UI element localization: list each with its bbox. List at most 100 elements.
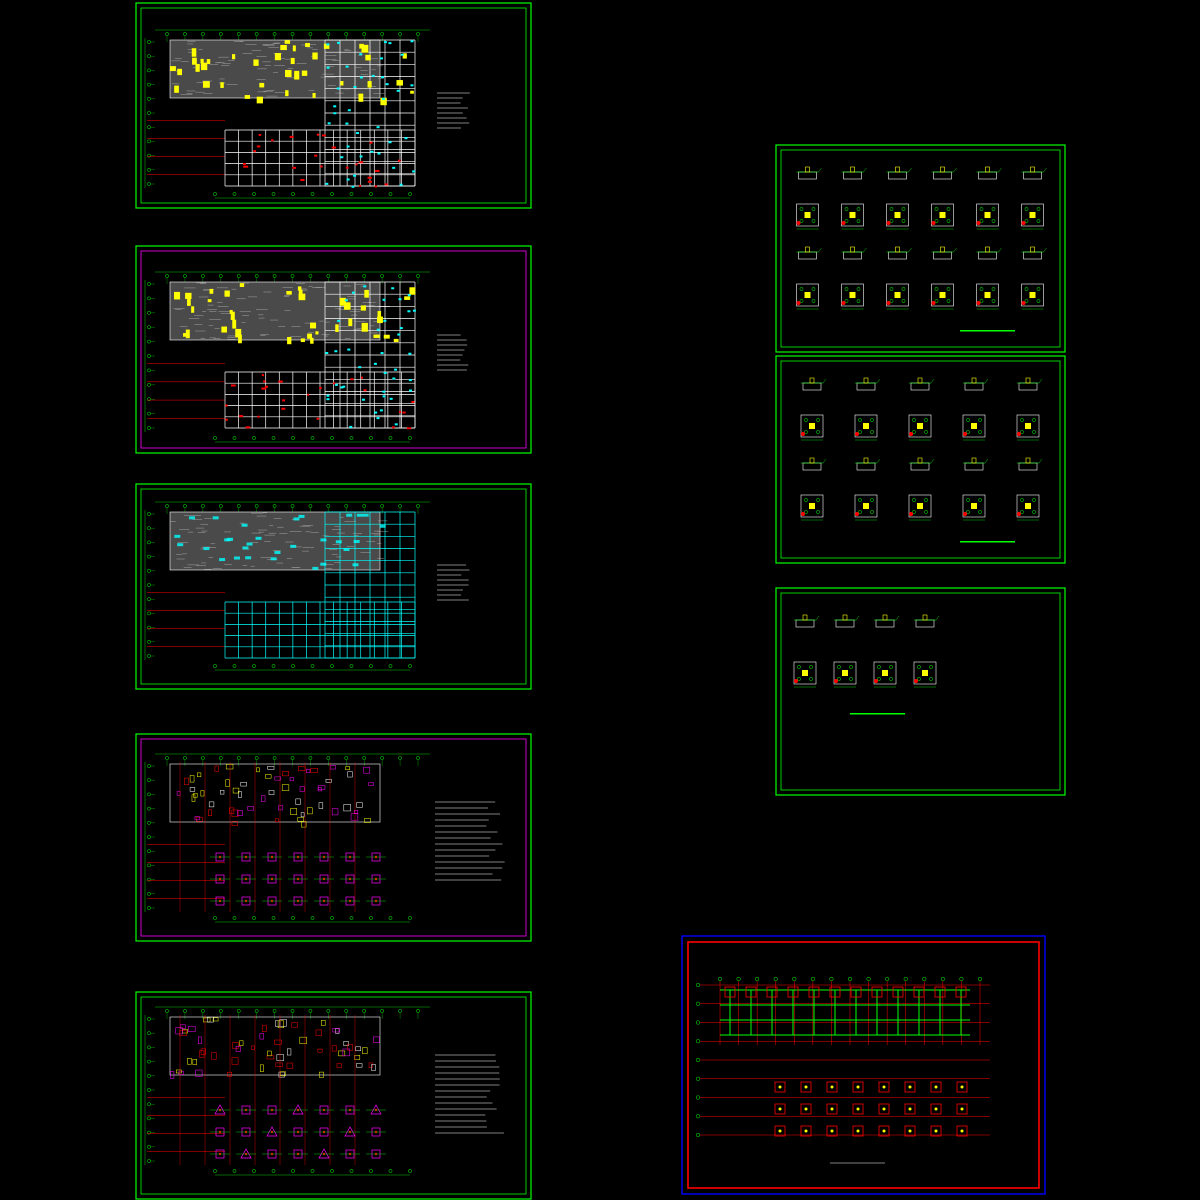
axis-bubble (290, 32, 295, 36)
column-stub (971, 457, 977, 464)
section-marker (855, 512, 859, 516)
pile-cap-outline (170, 1071, 175, 1079)
cyan-mark (407, 310, 411, 313)
highlight-mark (300, 338, 305, 343)
pile-cap-outline (259, 1033, 265, 1040)
pile-cap-outline (189, 787, 196, 792)
pile-cap-outline (214, 765, 219, 772)
red-mark (261, 387, 267, 390)
axis-bubble (147, 1017, 151, 1021)
pile (809, 665, 813, 669)
axis-bubble (147, 1045, 151, 1050)
sheet-pile-cap-details-1[interactable] (775, 144, 1066, 353)
sheet-pile-cap-details-3[interactable] (775, 587, 1066, 796)
axis-bubble (147, 820, 151, 825)
highlight-mark (361, 322, 368, 332)
cyan-block (212, 516, 219, 520)
axis-bubble (695, 1001, 701, 1006)
red-mark (374, 169, 380, 172)
axis-bubble (349, 916, 354, 920)
cap-plan (931, 283, 954, 307)
axis-bubble (408, 664, 412, 668)
axis-bubble (940, 976, 945, 982)
pile-cap (930, 1103, 942, 1115)
axis-bubble (147, 597, 151, 602)
highlight-mark (195, 63, 200, 72)
sheet-foundation-plan-1[interactable] (135, 733, 532, 942)
sheet-floor-plan-3[interactable] (135, 483, 532, 690)
pile-cap-outline (208, 801, 215, 808)
axis-bubble (408, 916, 412, 920)
sheet-outer-frame (135, 991, 532, 1200)
pile-cap-outline (356, 1063, 363, 1068)
cyan-mark (412, 170, 416, 173)
red-mark (314, 154, 318, 157)
cap-plan (1021, 283, 1044, 307)
axis-bubble (695, 1057, 701, 1063)
highlight-mark (200, 58, 204, 64)
axis-bubble (310, 192, 315, 196)
pile (960, 1129, 964, 1133)
cap-plan (800, 414, 824, 438)
axis-bubble (330, 916, 334, 920)
cyan-mark (340, 386, 344, 389)
sheet-floor-plan-1[interactable] (135, 2, 532, 209)
highlight-mark (238, 334, 242, 344)
cyan-mark (359, 53, 363, 56)
pile (1036, 287, 1041, 291)
axis-bubble (147, 354, 151, 358)
pile (1024, 207, 1029, 211)
sheet-outer-frame (135, 245, 532, 454)
sheet-pile-cap-details-2[interactable] (775, 355, 1066, 564)
axis-bubble (310, 436, 315, 440)
axis-bubble (398, 756, 402, 760)
pile (856, 287, 861, 291)
sheet-floor-plan-2[interactable] (135, 245, 532, 454)
plan-drawing (144, 1006, 504, 1176)
leader-line (930, 378, 935, 384)
sheet-foundation-plan-main[interactable] (681, 935, 1046, 1195)
cyan-block (352, 563, 359, 567)
pile (844, 287, 849, 291)
pile-cap-outline (353, 810, 359, 814)
axis-bubble (903, 976, 908, 982)
pile (856, 1107, 860, 1111)
section-marker (909, 512, 913, 516)
pile (858, 498, 862, 502)
axis-bubble (147, 654, 151, 658)
cyan-mark (347, 348, 351, 351)
red-mark (321, 134, 326, 137)
cap-plan (1021, 203, 1044, 227)
axis-bubble (147, 1159, 151, 1163)
pile-cap-outline (265, 774, 272, 779)
axis-bubble (165, 1009, 169, 1013)
axis-bubble (369, 1169, 373, 1173)
highlight-mark (348, 318, 353, 327)
cyan-mark (371, 74, 375, 77)
axis-bubble (310, 664, 315, 668)
sheet-foundation-plan-2[interactable] (135, 991, 532, 1200)
axis-bubble (147, 806, 151, 811)
axis-bubble (232, 664, 237, 668)
pile-cap-outline (306, 768, 311, 773)
pile-cap (829, 986, 841, 998)
leader-line (1043, 167, 1047, 173)
axis-bubble (344, 274, 349, 278)
pile (929, 677, 933, 681)
pile-cap-outline (321, 1020, 326, 1026)
cyan-mark (333, 105, 337, 108)
axis-bubble (147, 82, 151, 87)
pile-cap (956, 1103, 968, 1115)
pile-cap-outline (286, 1062, 294, 1069)
axis-bubble (271, 436, 276, 440)
column-stub (802, 614, 808, 621)
pile (924, 430, 928, 434)
cyan-block (379, 524, 386, 528)
pile-cap (774, 1125, 786, 1137)
pile-cap-outline (175, 1027, 183, 1035)
leader-line (998, 247, 1002, 253)
plan-drawing (695, 976, 990, 1164)
pile-cap (852, 1081, 864, 1093)
red-mark (256, 145, 261, 148)
